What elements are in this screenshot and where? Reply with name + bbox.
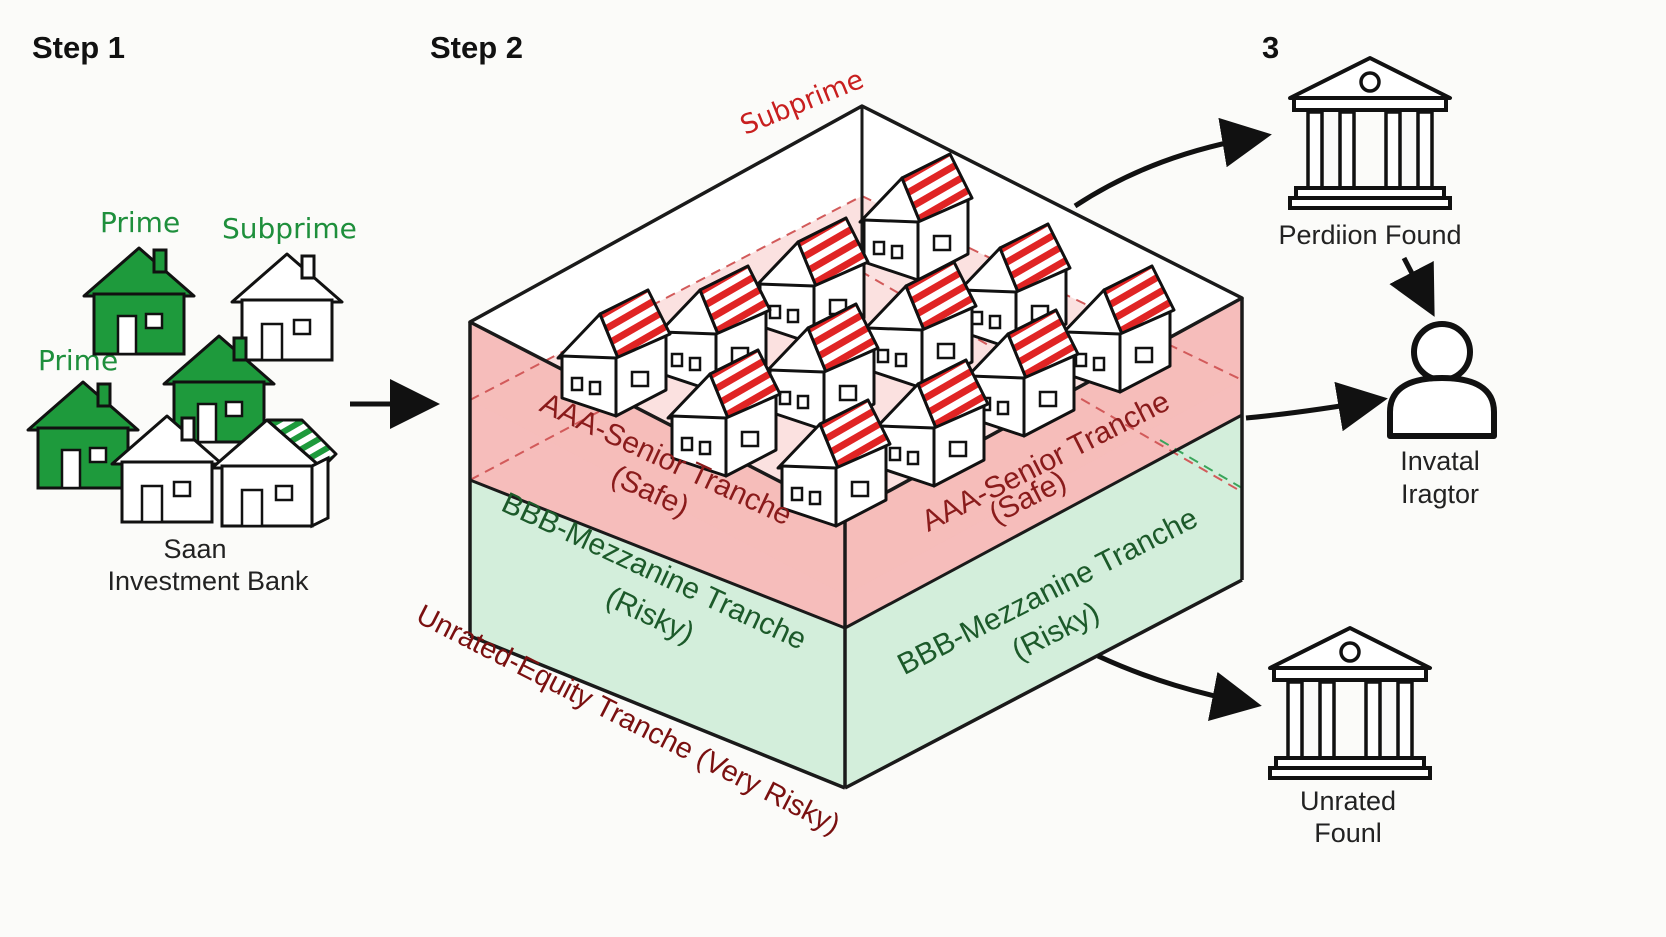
investor-label-line2: Iragtor <box>1401 479 1479 509</box>
pension-bank-icon <box>1288 56 1452 210</box>
to-unrated-arrow <box>1096 653 1262 721</box>
bank-label-line2: Investment Bank <box>107 566 309 596</box>
white-house-icon <box>230 252 344 362</box>
unrated-bank-icon <box>1268 626 1432 780</box>
to-investor-arrow <box>1245 381 1388 432</box>
striped-house-icon <box>210 418 338 529</box>
step-2-heading: Step 2 <box>430 30 523 65</box>
cdo-box: Subprime AAA-Senior Tranche (Safe) AAA-S… <box>411 64 1244 841</box>
unrated-fund-label-line2: Founl <box>1314 818 1382 848</box>
investors: Perdiion Found Invatal Iragtor Unrated F… <box>1073 56 1497 848</box>
step-3-heading: 3 <box>1262 30 1279 65</box>
investor-person-icon <box>1387 321 1497 439</box>
pension-fund-label: Perdiion Found <box>1278 220 1461 250</box>
subprime-label: Subprime <box>222 212 357 245</box>
pension-to-investor-arrow <box>1389 256 1435 317</box>
step-1-heading: Step 1 <box>32 30 125 65</box>
mortgage-pool: Prime Subprime Prime Saan Investment Ban… <box>26 206 357 596</box>
unrated-fund-label-line1: Unrated <box>1300 786 1396 816</box>
mezzanine-tranche-side <box>845 415 1242 788</box>
prime-house-icon <box>82 246 196 356</box>
mezzanine-tranche-front <box>470 480 845 788</box>
prime-label-top: Prime <box>100 206 180 239</box>
to-pension-arrow <box>1073 117 1272 209</box>
investor-label-line1: Invatal <box>1400 446 1480 476</box>
bank-label-line1: Saan <box>163 534 226 564</box>
